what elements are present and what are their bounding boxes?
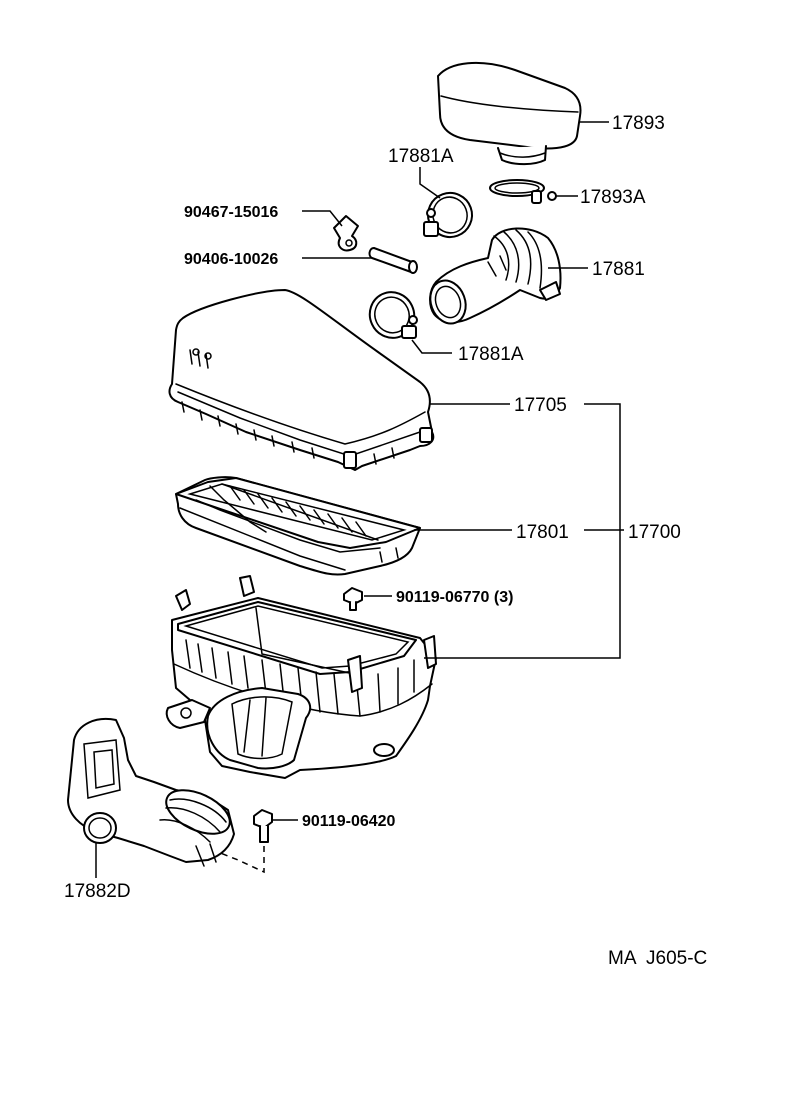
label-17700: 17700 bbox=[628, 522, 681, 543]
part-17881A-upper-clamp bbox=[423, 192, 473, 238]
part-17882D-intake-inlet bbox=[67, 718, 235, 867]
label-17705: 17705 bbox=[514, 395, 567, 416]
reference-code: MA J605-C bbox=[608, 948, 707, 969]
part-17881A-lower-clamp bbox=[368, 291, 418, 339]
part-17893-resonator bbox=[437, 61, 582, 166]
label-17881A-lower: 17881A bbox=[458, 344, 524, 365]
part-17705-cleaner-cap bbox=[168, 289, 435, 471]
label-17881A-upper: 17881A bbox=[388, 146, 454, 167]
part-90406-pin bbox=[368, 247, 418, 274]
label-90406-10026: 90406-10026 bbox=[184, 251, 278, 268]
label-17801: 17801 bbox=[516, 522, 569, 543]
part-17801-filter-element bbox=[175, 476, 421, 576]
part-90119-06420-bolt bbox=[217, 809, 273, 874]
label-17893A: 17893A bbox=[580, 187, 646, 208]
part-17881-intake-hose bbox=[429, 227, 562, 325]
label-90119-06770: 90119-06770 (3) bbox=[396, 589, 513, 606]
part-90119-06770-bolt bbox=[343, 587, 363, 611]
part-17893A-clamp bbox=[489, 179, 557, 204]
label-17882D: 17882D bbox=[64, 881, 131, 902]
label-90467-15016: 90467-15016 bbox=[184, 204, 278, 221]
part-lower-case bbox=[165, 575, 437, 779]
label-90119-06420: 90119-06420 bbox=[302, 813, 396, 830]
label-17881: 17881 bbox=[592, 259, 645, 280]
part-number-labels: 17893 17881A 17893A 90467-15016 90406-10… bbox=[64, 113, 707, 969]
label-17893: 17893 bbox=[612, 113, 665, 134]
leader-lines bbox=[95, 121, 624, 878]
